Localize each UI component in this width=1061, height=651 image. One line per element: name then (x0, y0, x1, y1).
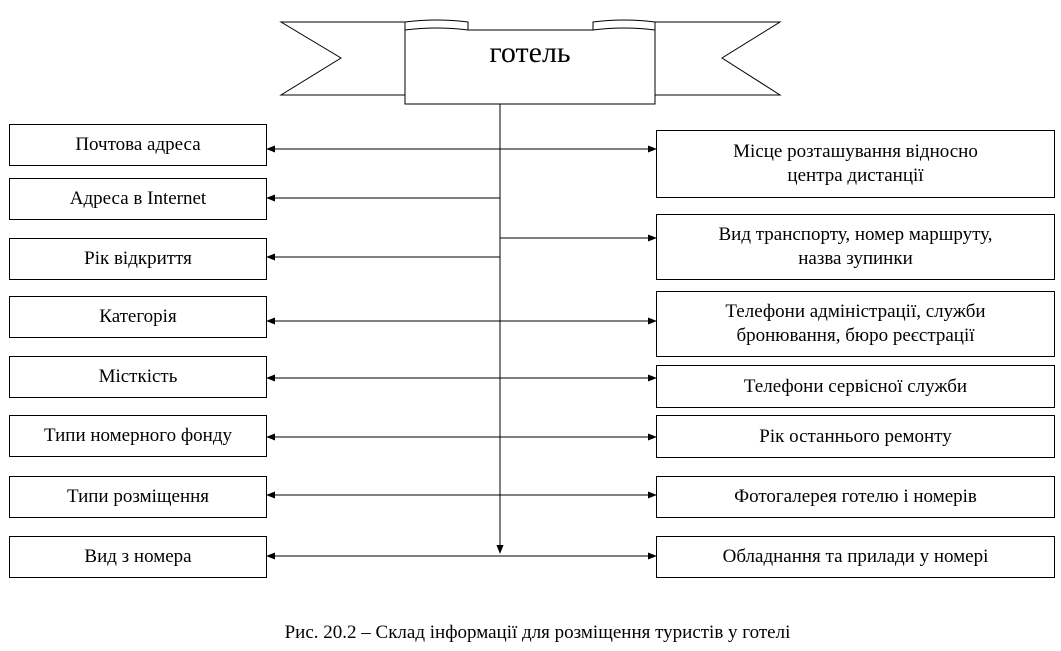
diagram-title: готель (489, 36, 571, 69)
right-box-vyd-transportu: Вид транспорту, номер маршруту, назва зу… (656, 214, 1055, 280)
banner-left-fold (404, 19, 469, 31)
left-box-label: Типи номерного фонду (43, 425, 233, 446)
left-box-label: Вид з номера (84, 546, 192, 567)
right-box-line: Місце розташування відносно (733, 141, 978, 162)
right-box-telefony-servisnoi: Телефони сервісної служби (656, 365, 1055, 408)
left-box-label: Місткість (98, 366, 178, 387)
right-box-obladnannia: Обладнання та прилади у номері (656, 536, 1055, 578)
left-box-rik-vidkryttia: Рік відкриття (9, 238, 267, 280)
right-box-label: Рік останнього ремонту (759, 425, 952, 447)
banner-left-tail (279, 21, 406, 96)
right-box-label: Фотогалерея готелю і номерів (734, 486, 977, 507)
right-box-line: бронювання, бюро реєстрації (736, 325, 975, 346)
left-box-vyd-z-nomera: Вид з номера (9, 536, 267, 578)
left-box-label: Адреса в Internet (69, 188, 207, 209)
banner-right-fold (592, 19, 656, 31)
right-box-line: центра дистанції (787, 165, 924, 186)
figure-caption: Рис. 20.2 – Склад інформації для розміще… (284, 622, 791, 643)
left-box-typy-rozmishchennia: Типи розміщення (9, 476, 267, 518)
left-box-label: Почтова адреса (75, 134, 201, 155)
right-box-line: Телефони адміністрації, служби (725, 301, 986, 322)
left-box-typy-nomernoho-fondu: Типи номерного фонду (9, 415, 267, 457)
left-box-label: Рік відкриття (84, 248, 192, 269)
right-box-text: Вид транспорту, номер маршруту, назва зу… (718, 223, 992, 271)
title-banner (279, 19, 782, 105)
left-box-label: Типи розміщення (66, 486, 210, 507)
right-box-telefony-administratsii: Телефони адміністрації, служби бронюванн… (656, 291, 1055, 357)
left-box-mistkist: Місткість (9, 356, 267, 398)
left-box-label: Категорія (99, 306, 177, 327)
right-box-fotohalereia: Фотогалерея готелю і номерів (656, 476, 1055, 518)
left-box-katehoriia: Категорія (9, 296, 267, 338)
right-box-label: Обладнання та прилади у номері (722, 546, 989, 567)
right-box-label: Телефони сервісної служби (743, 375, 968, 397)
banner-center (404, 27, 656, 105)
right-box-text: Телефони адміністрації, служби бронюванн… (725, 300, 985, 348)
right-box-line: назва зупинки (798, 248, 913, 269)
right-box-mistse-roztashuvannia: Місце розташування відносно центра диста… (656, 130, 1055, 198)
left-box-adresa-internet: Адреса в Internet (9, 178, 267, 220)
right-box-line: Вид транспорту, номер маршруту, (718, 224, 993, 245)
banner-right-tail (654, 21, 782, 96)
right-box-rik-remontu: Рік останнього ремонту (656, 415, 1055, 458)
right-box-text: Місце розташування відносно центра диста… (733, 140, 978, 188)
left-box-poshtova-adresa: Почтова адреса (9, 124, 267, 166)
